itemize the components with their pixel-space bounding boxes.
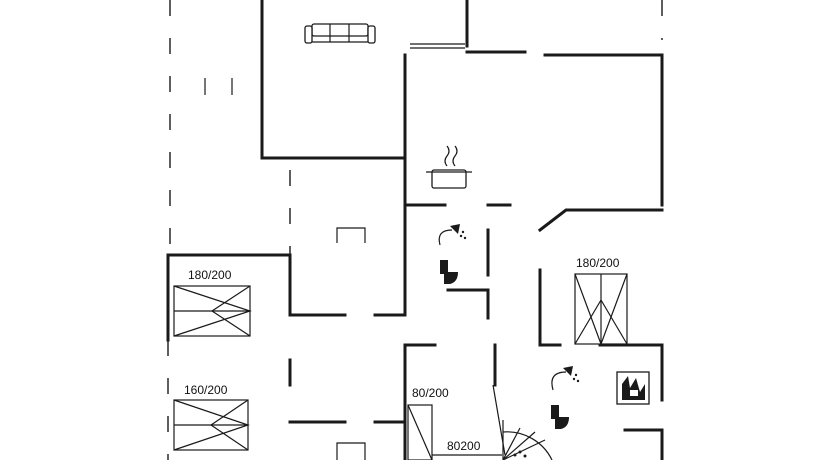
windows	[204, 78, 366, 460]
bed-80200: 80200	[447, 439, 481, 453]
bed-180-200-right: 180/200	[574, 256, 628, 346]
bed-size-label: 180/200	[188, 268, 232, 282]
sofa-icon	[304, 23, 376, 44]
shower-icon	[438, 224, 467, 246]
toilet-icon	[440, 260, 458, 284]
bed-180-200-left: 180/200	[173, 268, 252, 337]
outdoor-boundaries	[167, 0, 663, 460]
shower-icon	[551, 366, 580, 391]
bed-size-label: 80200	[447, 439, 481, 453]
bed-160-200-left: 160/200	[173, 383, 250, 451]
toilet-icon	[551, 405, 569, 429]
walls	[166, 0, 664, 460]
bed-size-label: 180/200	[576, 256, 620, 270]
spiral-staircase	[502, 427, 553, 460]
cooking-pot-icon	[426, 145, 472, 189]
washing-machine-icon	[616, 371, 650, 405]
bed-size-label: 80/200	[412, 386, 449, 400]
bed-size-label: 160/200	[184, 383, 228, 397]
bed-80-200: 80/200	[407, 386, 449, 460]
